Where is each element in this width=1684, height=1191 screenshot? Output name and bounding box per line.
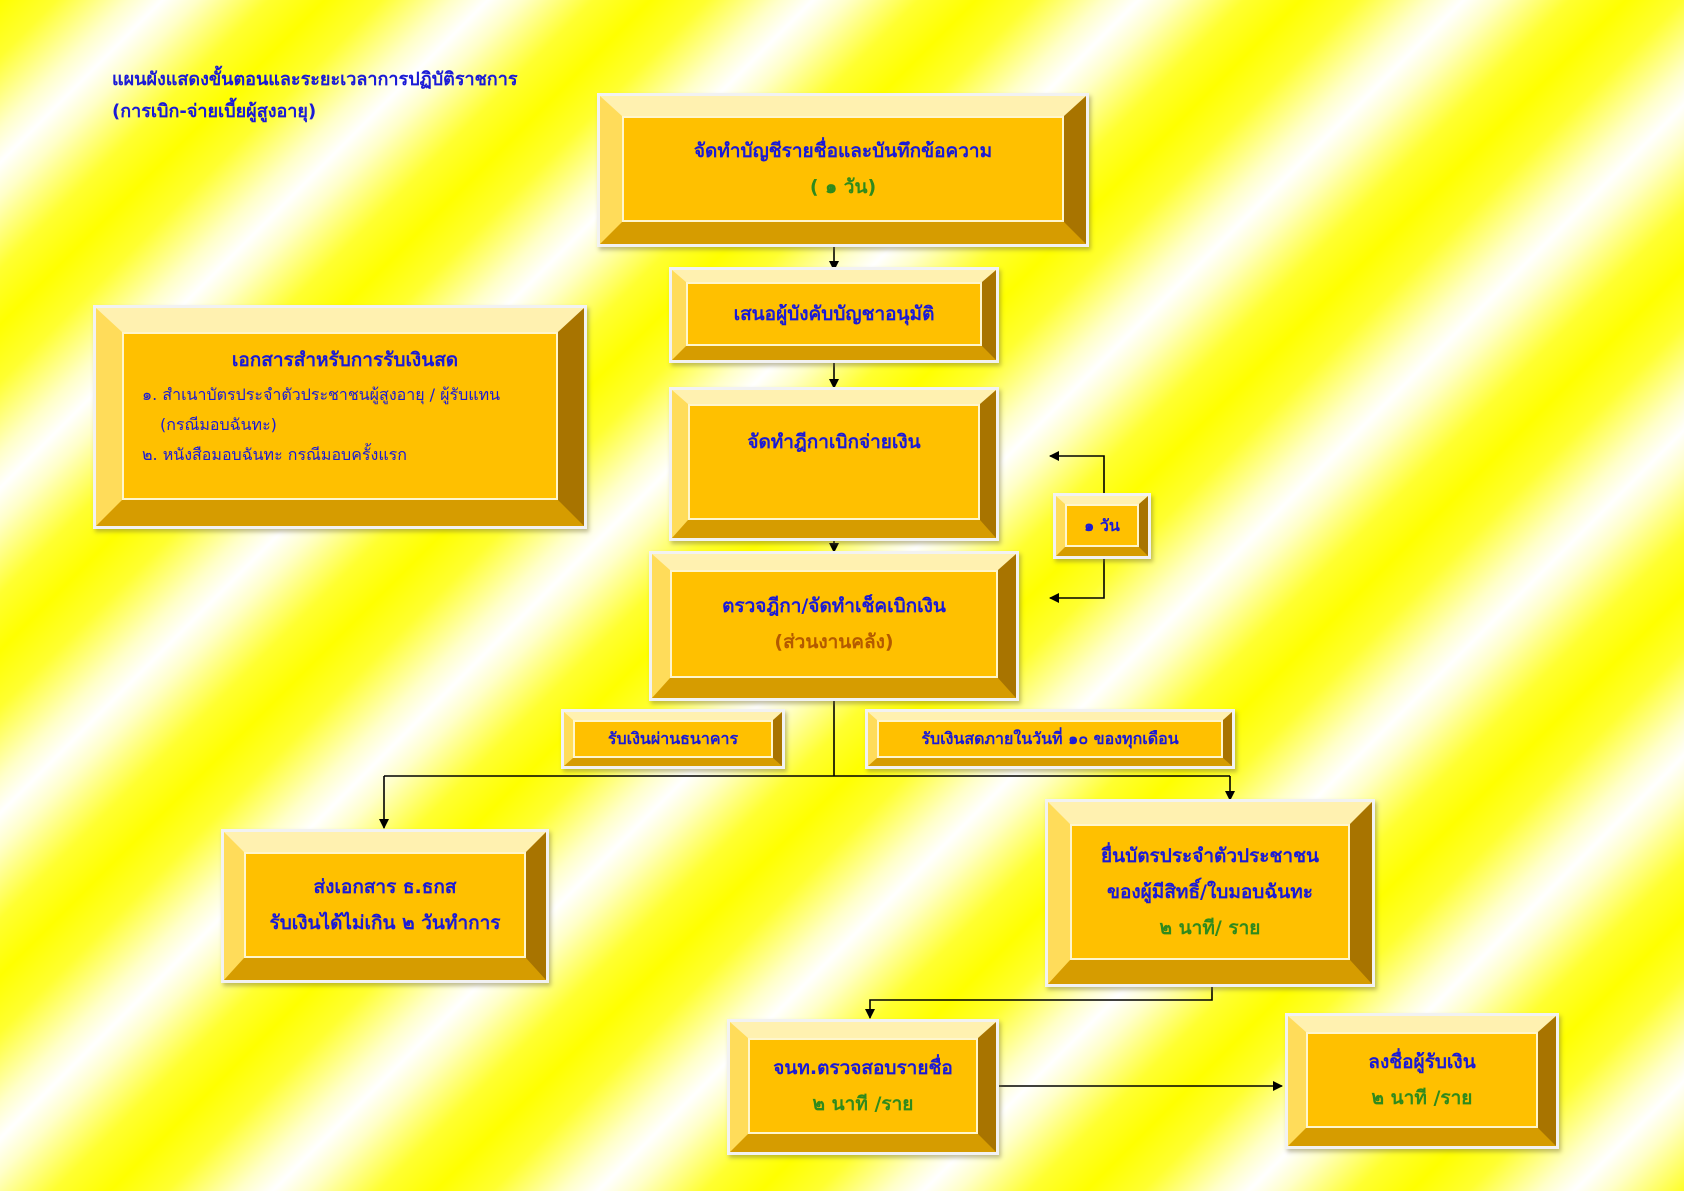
step-check-box: ตรวจฎีกา/จัดทำเช็คเบิกเงิน (ส่วนงานคลัง)	[652, 554, 1016, 698]
step-prepare-list-duration: ( ๑ วัน)	[809, 176, 877, 198]
step-check-text: ตรวจฎีกา/จัดทำเช็คเบิกเงิน	[722, 595, 946, 617]
cash-documents-box: เอกสารสำหรับการรับเงินสด ๑. สำเนาบัตรประ…	[96, 308, 584, 526]
step-submit-id-line2: ของผู้มีสิทธิ์/ใบมอบฉันทะ	[1107, 881, 1313, 903]
step-voucher-text: จัดทำฎีกาเบิกจ่ายเงิน	[747, 431, 921, 453]
step-verify-duration: ๒ นาที /ราย	[812, 1093, 914, 1115]
step-check-unit: (ส่วนงานคลัง)	[774, 631, 894, 653]
step-submit-id-line1: ยื่นบัตรประจำตัวประชาชน	[1101, 845, 1319, 867]
one-day-box: ๑ วัน	[1056, 496, 1148, 556]
documents-item-1-note: (กรณีมอบฉันทะ)	[160, 415, 277, 434]
cash-label-box: รับเงินสดภายในวันที่ ๑๐ ของทุกเดือน	[868, 712, 1232, 766]
bank-label-text: รับเงินผ่านธนาคาร	[607, 729, 739, 748]
step-prepare-list-box: จัดทำบัญชีรายชื่อและบันทึกข้อความ ( ๑ วั…	[600, 96, 1086, 244]
step-prepare-list-text: จัดทำบัญชีรายชื่อและบันทึกข้อความ	[693, 140, 993, 162]
title-line-1: แผนผังแสดงขั้นตอนและระยะเวลาการปฏิบัติรา…	[112, 69, 518, 90]
step-send-docs-line2: รับเงินได้ไม่เกิน ๒ วันทำการ	[269, 912, 501, 934]
step-submit-id-box: ยื่นบัตรประจำตัวประชาชน ของผู้มีสิทธิ์/ใ…	[1048, 802, 1372, 984]
bank-label-box: รับเงินผ่านธนาคาร	[564, 712, 782, 766]
step-sign-text: ลงชื่อผู้รับเงิน	[1368, 1051, 1476, 1073]
step-sign-box: ลงชื่อผู้รับเงิน ๒ นาที /ราย	[1288, 1016, 1556, 1146]
step-submit-id-duration: ๒ นาที/ ราย	[1159, 917, 1261, 939]
step-propose-text: เสนอผู้บังคับบัญชาอนุมัติ	[733, 303, 935, 325]
title-line-2: (การเบิก-จ่ายเบี้ยผู้สูงอายุ)	[112, 101, 317, 122]
step-sign-duration: ๒ นาที /ราย	[1371, 1087, 1473, 1109]
cash-label-text: รับเงินสดภายในวันที่ ๑๐ ของทุกเดือน	[921, 729, 1179, 748]
step-verify-box: จนท.ตรวจสอบรายชื่อ ๒ นาที /ราย	[730, 1022, 996, 1152]
step-voucher-box: จัดทำฎีกาเบิกจ่ายเงิน	[672, 390, 996, 538]
documents-item-2: ๒. หนังสือมอบฉันทะ กรณีมอบครั้งแรก	[142, 445, 407, 464]
step-propose-box: เสนอผู้บังคับบัญชาอนุมัติ	[672, 270, 996, 360]
step-send-docs-line1: ส่งเอกสาร ธ.ธกส	[313, 876, 457, 898]
one-day-text: ๑ วัน	[1084, 515, 1120, 535]
documents-item-1: ๑. สำเนาบัตรประจำตัวประชาชนผู้สูงอายุ / …	[142, 385, 501, 404]
page-title: แผนผังแสดงขั้นตอนและระยะเวลาการปฏิบัติรา…	[112, 64, 517, 128]
step-verify-text: จนท.ตรวจสอบรายชื่อ	[773, 1057, 953, 1079]
step-send-docs-box: ส่งเอกสาร ธ.ธกส รับเงินได้ไม่เกิน ๒ วันท…	[224, 832, 546, 980]
documents-title: เอกสารสำหรับการรับเงินสด	[231, 349, 459, 371]
